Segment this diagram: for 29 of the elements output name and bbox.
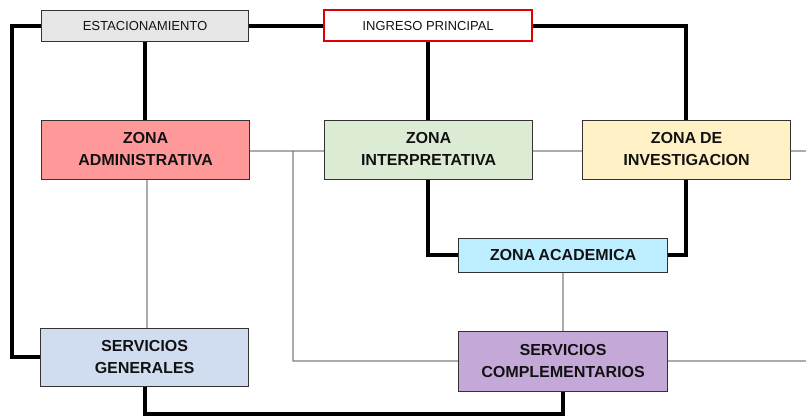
zone-box	[582, 120, 791, 180]
connector-line	[562, 272, 564, 332]
connector-line	[146, 180, 148, 328]
zone-label: ZONA ACADEMICA	[490, 246, 636, 266]
zone-box	[324, 120, 533, 180]
zone-label: ZONA ADMINISTRATIVA	[77, 129, 214, 171]
connector-line	[426, 42, 430, 120]
connector-line	[668, 360, 806, 362]
connector-line	[10, 24, 41, 359]
connector-line	[426, 180, 458, 257]
zone-label: ESTACIONAMIENTO	[82, 17, 208, 35]
zone-box	[458, 331, 668, 392]
zone-box	[40, 328, 249, 387]
zone-label: INGRESO PRINCIPAL	[362, 16, 494, 34]
zone-label: ZONA DE INVESTIGACION	[622, 129, 751, 171]
connector-line	[790, 150, 806, 152]
zone-label: SERVICIOS GENERALES	[94, 336, 196, 378]
zone-box	[41, 10, 249, 42]
connector-line	[143, 387, 565, 416]
zone-box	[458, 238, 668, 273]
zone-label: SERVICIOS COMPLEMENTARIOS	[481, 340, 645, 382]
connector-line	[533, 24, 688, 120]
zone-box	[41, 120, 250, 180]
connector-line	[668, 180, 688, 257]
connector-line	[532, 150, 582, 152]
zone-box	[323, 9, 533, 42]
connector-line	[143, 42, 147, 120]
zone-label: ZONA INTERPRETATIVA	[360, 129, 498, 171]
connector-line	[249, 24, 323, 28]
